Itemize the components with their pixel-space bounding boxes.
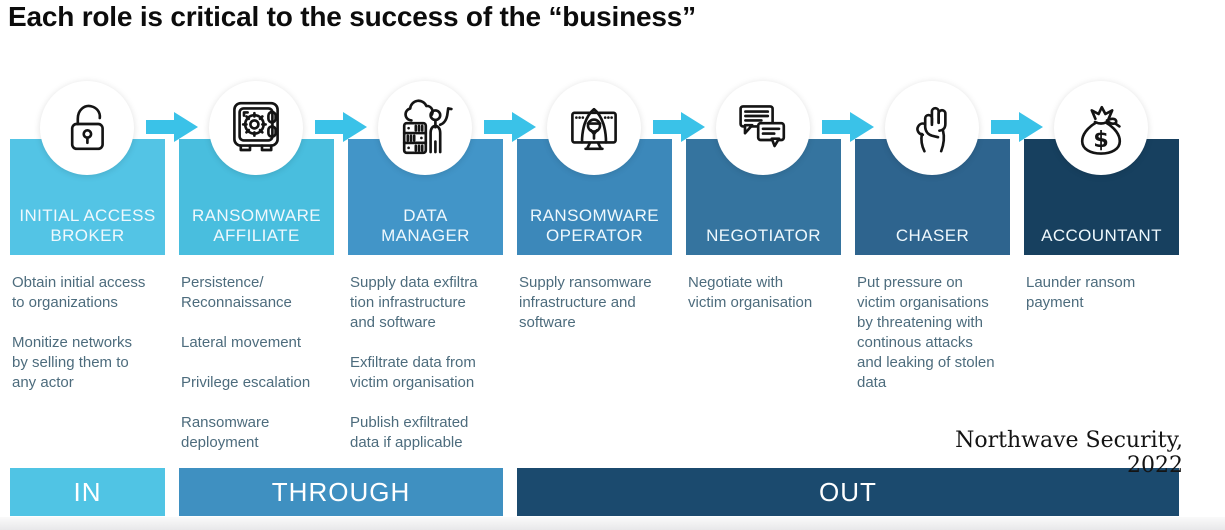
role-title: RANSOMWARE AFFILIATE — [192, 206, 321, 245]
flow-arrow-icon — [991, 112, 1043, 142]
role-title: ACCOUNTANT — [1041, 226, 1162, 245]
flow-bar-label: IN — [73, 476, 102, 507]
cloud-server-person-icon — [402, 99, 453, 155]
flow-arrow-icon — [146, 112, 198, 142]
role-title: CHASER — [895, 226, 970, 245]
chat-bubbles-icon — [739, 105, 786, 148]
role-icon-circle — [716, 81, 810, 175]
role-details: Obtain initial access to organizations M… — [12, 274, 146, 391]
safe-icon — [233, 101, 279, 152]
role-title: NEGOTIATOR — [706, 226, 821, 245]
role-title: RANSOMWARE OPERATOR — [530, 206, 659, 245]
role-icon-circle: $ — [1054, 81, 1148, 175]
flow-arrow-icon — [653, 112, 705, 142]
role-icon-circle — [885, 81, 979, 175]
role-details: Supply data exfiltra tion infrastructure… — [350, 274, 478, 451]
role-title: DATA MANAGER — [381, 206, 470, 245]
flow-arrow-icon — [484, 112, 536, 142]
money-bag-icon: $ — [1080, 105, 1122, 155]
padlock-icon — [70, 104, 104, 151]
source-credit: Northwave Security, 2022 — [955, 428, 1183, 478]
role-details: Launder ransom payment — [1026, 274, 1136, 311]
role-icon-circle — [378, 81, 472, 175]
role-details: Negotiate with victim organisation — [688, 274, 813, 311]
role-details: Put pressure on victim organisations by … — [857, 274, 995, 391]
role-details: Supply ransomware infrastructure and sof… — [519, 274, 652, 331]
flow-bar-out: OUT — [517, 468, 1179, 516]
role-icon-circle — [547, 81, 641, 175]
bottom-edge-strip — [0, 517, 1225, 530]
role-details: Persistence/ Reconnaissance Lateral move… — [181, 274, 311, 451]
hooded-hacker-monitor-icon — [571, 107, 617, 151]
role-icon-circle — [209, 81, 303, 175]
page-title: Each role is critical to the success of … — [8, 1, 696, 32]
flow-bar-in: IN — [10, 468, 165, 516]
role-icon-circle — [40, 81, 134, 175]
role-title: INITIAL ACCESS BROKER — [19, 206, 156, 245]
flow-arrow-icon — [315, 112, 367, 142]
flow-bar-through: THROUGH — [179, 468, 503, 516]
flow-arrow-icon — [822, 112, 874, 142]
flow-bar-label: THROUGH — [271, 476, 411, 507]
svg-text:$: $ — [1093, 127, 1109, 153]
flow-bar-label: OUT — [819, 476, 877, 507]
role-title-box: RANSOMWARE AFFILIATE — [179, 139, 334, 255]
raised-fist-icon — [916, 107, 947, 153]
